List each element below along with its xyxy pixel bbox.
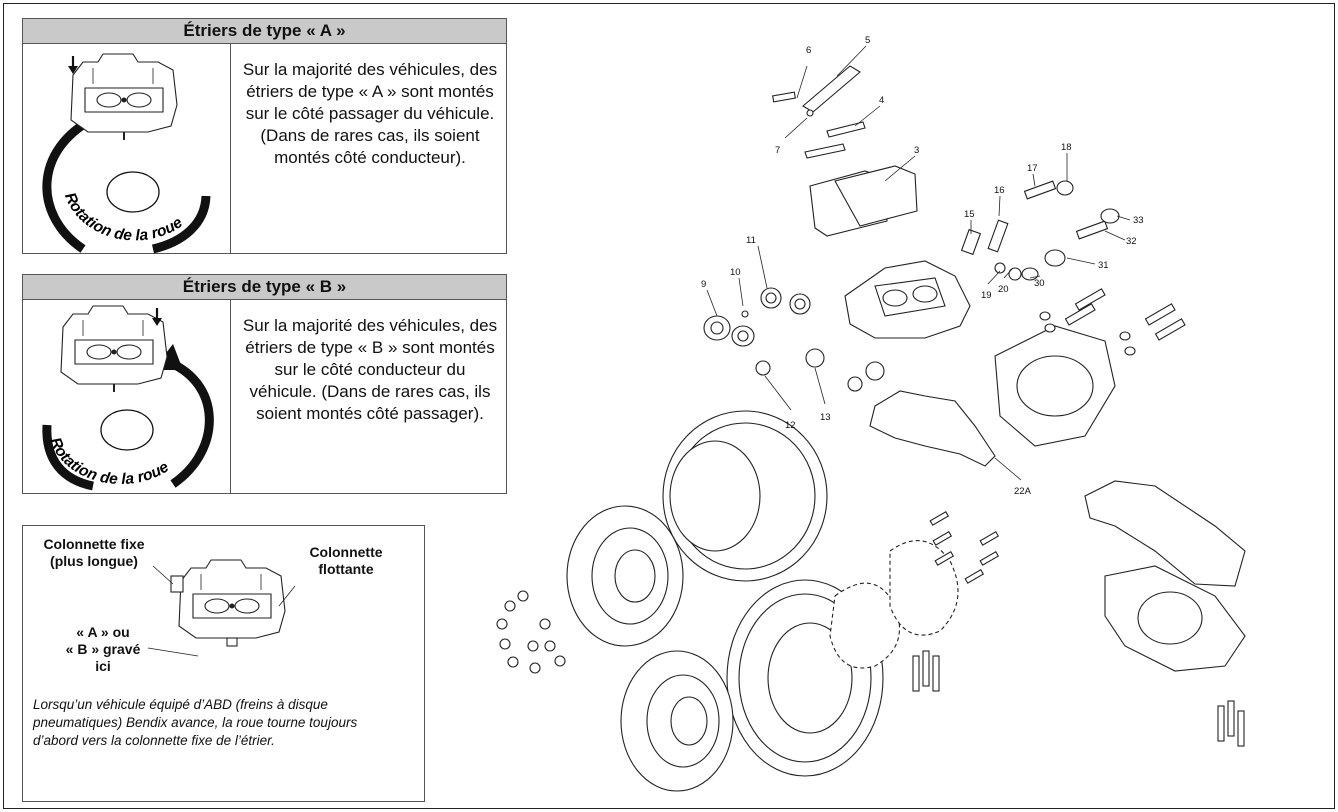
wheel-hub-lower [620, 650, 734, 792]
caliper-icon [68, 53, 178, 140]
brake-bracket-right [1084, 480, 1246, 672]
caliper-legend-box: Colonnette fixe (plus longue) Colonnette… [22, 525, 425, 802]
engraved-label: « A » ou « B » gravé ici [65, 624, 141, 674]
caliper-type-b-box: Étriers de type « B » Rotation de la rou… [22, 274, 507, 494]
part-number-7: 7 [775, 145, 780, 156]
part-number-3: 3 [914, 145, 919, 156]
tone-ring-2 [889, 540, 959, 636]
caliper-type-a-title: Étriers de type « A » [23, 19, 506, 44]
part-number-13: 13 [820, 412, 831, 423]
wheel-nuts [496, 590, 566, 674]
fixed-pin-label: Colonnette fixe (plus longue) [43, 536, 145, 569]
part-number-30: 30 [1034, 278, 1045, 289]
part-number-6: 6 [806, 45, 811, 56]
bearings [703, 287, 885, 392]
brake-rotor-upper [662, 410, 828, 582]
part-number-4: 4 [879, 95, 884, 106]
part-number-9: 9 [701, 279, 706, 290]
part-number-32: 32 [1126, 236, 1137, 247]
guide-pins [960, 180, 1120, 281]
part-number-19: 19 [981, 290, 992, 301]
caliper-type-a-illustration: Rotation de la roue [42, 53, 211, 254]
studs [929, 511, 1000, 584]
pad-retainer [772, 65, 866, 159]
legend-note: Lorsqu’un véhicule équipé d’ABD (freins … [33, 697, 358, 748]
caliper-icon [170, 559, 286, 647]
part-number-15: 15 [964, 209, 975, 220]
caliper-type-b-title: Étriers de type « B » [23, 275, 506, 300]
wheel-hub-upper [566, 505, 684, 647]
wheel-hub-icon [100, 409, 154, 451]
part-number-16: 16 [994, 185, 1005, 196]
part-number-12: 12 [785, 420, 796, 431]
caliper-type-b-description: Sur la majorité des véhicules, des étrie… [242, 316, 498, 423]
part-number-5: 5 [865, 35, 870, 46]
caliper-type-b-illustration: Rotation de la roue [42, 305, 214, 491]
part-number-10: 10 [730, 267, 741, 278]
exploded-brake-diagram: 6 5 4 7 3 9 10 11 12 13 15 16 17 18 19 2… [496, 35, 1246, 792]
page-frame [3, 3, 1335, 809]
part-number-11: 11 [746, 235, 756, 246]
long-bolts [912, 650, 1245, 747]
tone-ring [829, 582, 900, 669]
box-divider [230, 43, 231, 253]
rotation-arrow-arc [161, 355, 214, 488]
caliper-icon [60, 305, 168, 392]
part-number-17: 17 [1027, 163, 1038, 174]
part-number-31: 31 [1098, 260, 1109, 271]
part-number-18: 18 [1061, 142, 1072, 153]
caliper-carrier [869, 390, 996, 467]
part-number-22a: 22A [1014, 486, 1032, 497]
box-divider [230, 299, 231, 493]
part-number-33: 33 [1133, 215, 1144, 226]
brake-pads [809, 165, 918, 237]
caliper-type-a-description: Sur la majorité des véhicules, des étrie… [242, 60, 498, 167]
part-number-20: 20 [998, 284, 1009, 295]
caliper-body [844, 260, 971, 339]
caliper-type-a-box: Étriers de type « A » Rotation de la rou… [22, 18, 507, 254]
bolts-upper [1039, 288, 1186, 356]
wheel-hub-icon [106, 171, 160, 213]
torque-plate [994, 325, 1116, 447]
caliper-legend-illustration [147, 559, 296, 657]
floating-pin-label: Colonnette flottante [309, 544, 383, 577]
